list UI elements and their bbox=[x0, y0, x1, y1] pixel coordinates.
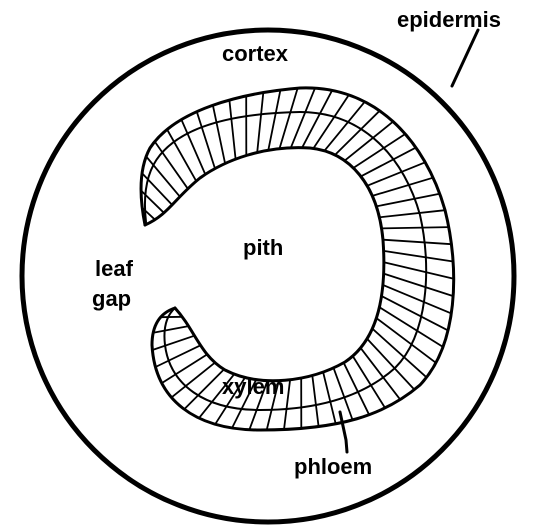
leaf-gap-label-line1: leaf bbox=[95, 256, 134, 281]
hatch-line bbox=[229, 100, 235, 159]
leaf-gap-label-line2: gap bbox=[92, 286, 131, 311]
hatch-line bbox=[383, 285, 451, 314]
xylem-label: xylem bbox=[222, 374, 284, 399]
hatch-line bbox=[384, 251, 454, 262]
hatch-line bbox=[302, 90, 332, 147]
hatch-line bbox=[376, 194, 439, 207]
hatch-line bbox=[323, 372, 336, 424]
hatch-line bbox=[324, 102, 364, 151]
hatch-line bbox=[382, 296, 448, 330]
hatch-line bbox=[268, 90, 280, 150]
hatch-line bbox=[155, 142, 188, 189]
hatch-line bbox=[382, 227, 449, 228]
hatch-line bbox=[153, 326, 188, 333]
pith-label: pith bbox=[243, 235, 283, 260]
phloem-label: phloem bbox=[294, 454, 372, 479]
cortex-label: cortex bbox=[222, 41, 289, 66]
hatch-line bbox=[379, 210, 445, 217]
hatch-line bbox=[257, 93, 263, 153]
hatch-line bbox=[313, 95, 348, 148]
vascular-ring-inner-edge bbox=[145, 148, 384, 381]
epidermis-pointer-line bbox=[452, 30, 478, 86]
hatch-line bbox=[353, 134, 405, 168]
hatch-line bbox=[361, 348, 401, 400]
hatch-line bbox=[353, 356, 385, 408]
phloem-pointer-line bbox=[340, 412, 347, 452]
hatch-line bbox=[335, 111, 380, 155]
hatch-line bbox=[345, 122, 394, 161]
hatch-line bbox=[146, 157, 180, 197]
hatch-line bbox=[284, 380, 290, 430]
epidermis-label: epidermis bbox=[397, 7, 501, 32]
hatch-line bbox=[152, 336, 194, 350]
hatch-line bbox=[383, 240, 451, 245]
hatch-line bbox=[312, 375, 318, 426]
hatch-line bbox=[213, 105, 225, 163]
